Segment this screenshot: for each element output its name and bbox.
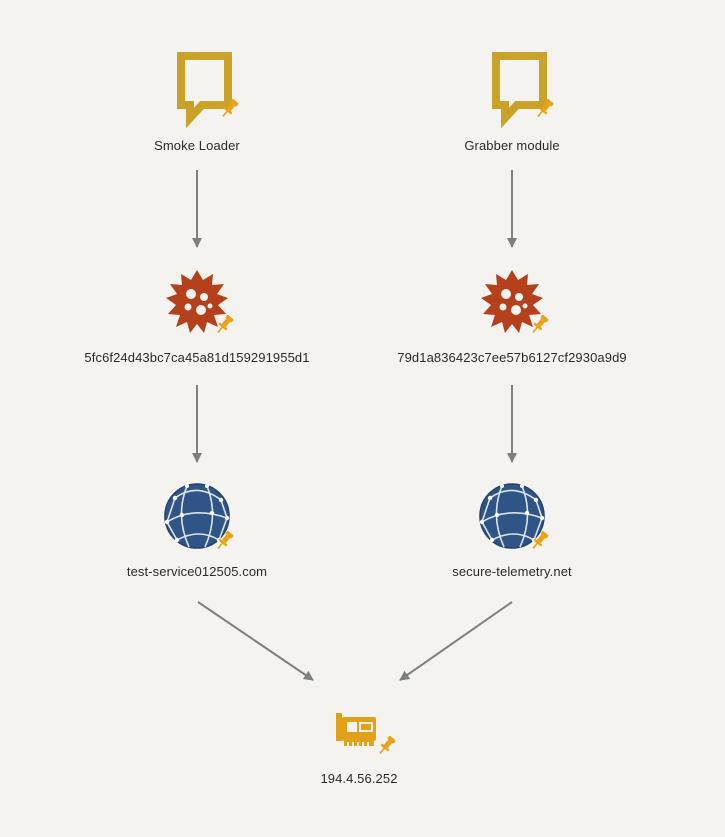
network-card-icon: [336, 713, 398, 758]
edge-domain-left-to-ip[interactable]: [197, 601, 314, 681]
node-ip-address[interactable]: 194.4.56.252: [229, 705, 489, 786]
comment-icon: [177, 52, 241, 129]
comment-icon: [492, 52, 556, 129]
node-label: 79d1a836423c7ee57b6127cf2930a9d9: [397, 350, 627, 365]
node-smoke-loader[interactable]: Smoke Loader: [67, 50, 327, 153]
malware-virus-icon: [166, 270, 236, 337]
malware-virus-icon: [481, 270, 551, 337]
node-hash-left[interactable]: 5fc6f24d43bc7ca45a81d159291955d1: [67, 268, 327, 365]
node-hash-right[interactable]: 79d1a836423c7ee57b6127cf2930a9d9: [382, 268, 642, 365]
node-label: 194.4.56.252: [320, 771, 398, 786]
pin-icon: [375, 734, 398, 758]
node-label: 5fc6f24d43bc7ca45a81d159291955d1: [84, 350, 310, 365]
node-label: secure-telemetry.net: [452, 564, 572, 579]
node-grabber-module[interactable]: Grabber module: [382, 50, 642, 153]
edge-domain-right-to-ip[interactable]: [399, 601, 513, 681]
globe-domain-icon: [479, 483, 551, 553]
node-label: Grabber module: [464, 138, 560, 153]
node-label: Smoke Loader: [154, 138, 240, 153]
globe-domain-icon: [164, 483, 236, 553]
node-domain-right[interactable]: secure-telemetry.net: [382, 480, 642, 579]
node-label: test-service012505.com: [126, 564, 268, 579]
node-domain-left[interactable]: test-service012505.com: [67, 480, 327, 579]
